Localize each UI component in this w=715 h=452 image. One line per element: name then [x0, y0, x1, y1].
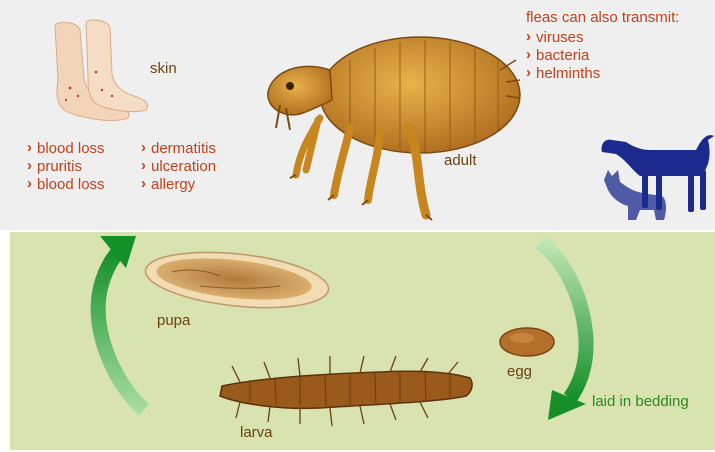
symptom-list-right: dermatitis ulceration allergy	[141, 140, 216, 194]
egg-illustration	[500, 328, 554, 356]
symptom-item: allergy	[141, 176, 216, 194]
adult-flea-illustration	[268, 37, 520, 220]
symptom-item: blood loss	[27, 176, 105, 194]
symptom-list-left: blood loss pruritis blood loss	[27, 140, 105, 194]
transmit-item: helminths	[526, 65, 600, 83]
transmit-heading: fleas can also transmit:	[526, 9, 679, 27]
laid-in-bedding-label: laid in bedding	[592, 393, 689, 410]
symptom-item: dermatitis	[141, 140, 216, 158]
adult-label: adult	[444, 152, 477, 169]
pupa-label: pupa	[157, 312, 190, 329]
cycle-arrow-icon	[540, 242, 586, 420]
pupa-illustration	[143, 245, 331, 316]
transmit-item: viruses	[526, 29, 600, 47]
cycle-arrow-icon	[98, 236, 144, 410]
symptom-item: pruritis	[27, 158, 105, 176]
symptom-item: blood loss	[27, 140, 105, 158]
dog-cat-silhouette-icon	[601, 135, 714, 220]
larva-illustration	[220, 356, 472, 426]
transmit-item: bacteria	[526, 47, 600, 65]
larva-label: larva	[240, 424, 273, 441]
skin-label: skin	[150, 60, 177, 77]
egg-label: egg	[507, 363, 532, 380]
transmit-list: viruses bacteria helminths	[526, 29, 600, 83]
feet-illustration	[55, 20, 148, 120]
symptom-item: ulceration	[141, 158, 216, 176]
